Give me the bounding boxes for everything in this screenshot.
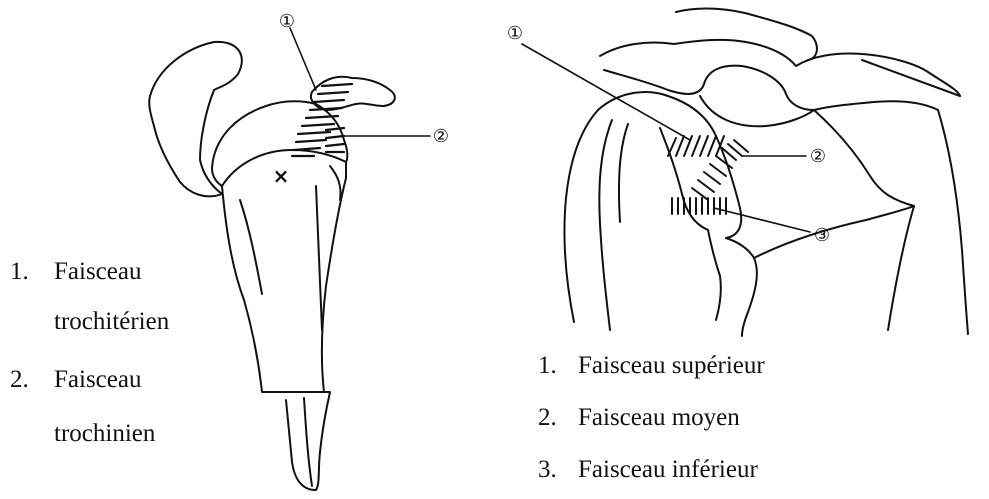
right-inner-curve [708, 230, 721, 320]
right-shaft-line-3 [619, 124, 628, 222]
left-callout-1: ① [279, 11, 295, 32]
right-callout-3: ③ [814, 225, 830, 246]
left-legend-label-1b: trochitérien [54, 308, 169, 336]
right-hatch-band-1 [668, 136, 724, 156]
right-shoulder-diagram [564, 9, 980, 336]
left-shaft-inner [240, 200, 262, 294]
left-legend-label-2a: Faisceau [54, 366, 141, 394]
right-hatch-band-3 [672, 198, 726, 214]
left-lower-line [304, 398, 312, 486]
right-coracoid [676, 9, 817, 60]
left-shaft-groove [316, 186, 322, 330]
right-humerus-shaft [564, 110, 598, 322]
left-legend-label-1a: Faisceau [54, 258, 141, 286]
left-callout-2: ② [433, 126, 449, 147]
left-legend-number-2: 2. [10, 366, 29, 394]
right-leader-1 [522, 44, 690, 140]
left-humerus-lower [264, 392, 330, 490]
left-cross-mark: × [273, 164, 290, 188]
right-glenoid [726, 238, 757, 336]
right-legend-label-2: Faisceau moyen [578, 404, 740, 432]
left-leader-1 [290, 28, 316, 90]
right-shaft-line-2 [599, 120, 612, 330]
right-scapula-spine [814, 110, 914, 206]
left-tubercle [330, 166, 341, 200]
right-scapula-edge [938, 110, 968, 334]
right-legend-label-1: Faisceau supérieur [578, 352, 765, 380]
right-acromion-lower [604, 66, 814, 110]
right-callout-1: ① [507, 23, 523, 44]
left-scapula-outline [149, 42, 242, 197]
left-legend-label-2b: trochinien [54, 420, 155, 448]
left-humeral-neck [212, 168, 222, 186]
right-edge-line [862, 60, 960, 96]
right-hatch-band-2 [692, 140, 748, 200]
left-legend: 1. Faisceau trochitérien 2. Faisceau tro… [10, 258, 240, 468]
left-humeral-head [212, 101, 347, 168]
right-legend: 1. Faisceau supérieur 2. Faisceau moyen … [538, 352, 868, 492]
right-legend-number-1: 1. [538, 352, 557, 380]
right-acromion-outline [600, 40, 960, 96]
right-legend-number-2: 2. [538, 404, 557, 432]
left-humerus-shaft [222, 162, 346, 392]
right-acromion-body [700, 96, 938, 126]
right-leader-3 [714, 208, 810, 232]
right-legend-number-3: 3. [538, 456, 557, 484]
left-legend-number-1: 1. [10, 258, 29, 286]
right-legend-label-3: Faisceau inférieur [578, 456, 758, 484]
right-callout-2: ② [810, 146, 826, 167]
